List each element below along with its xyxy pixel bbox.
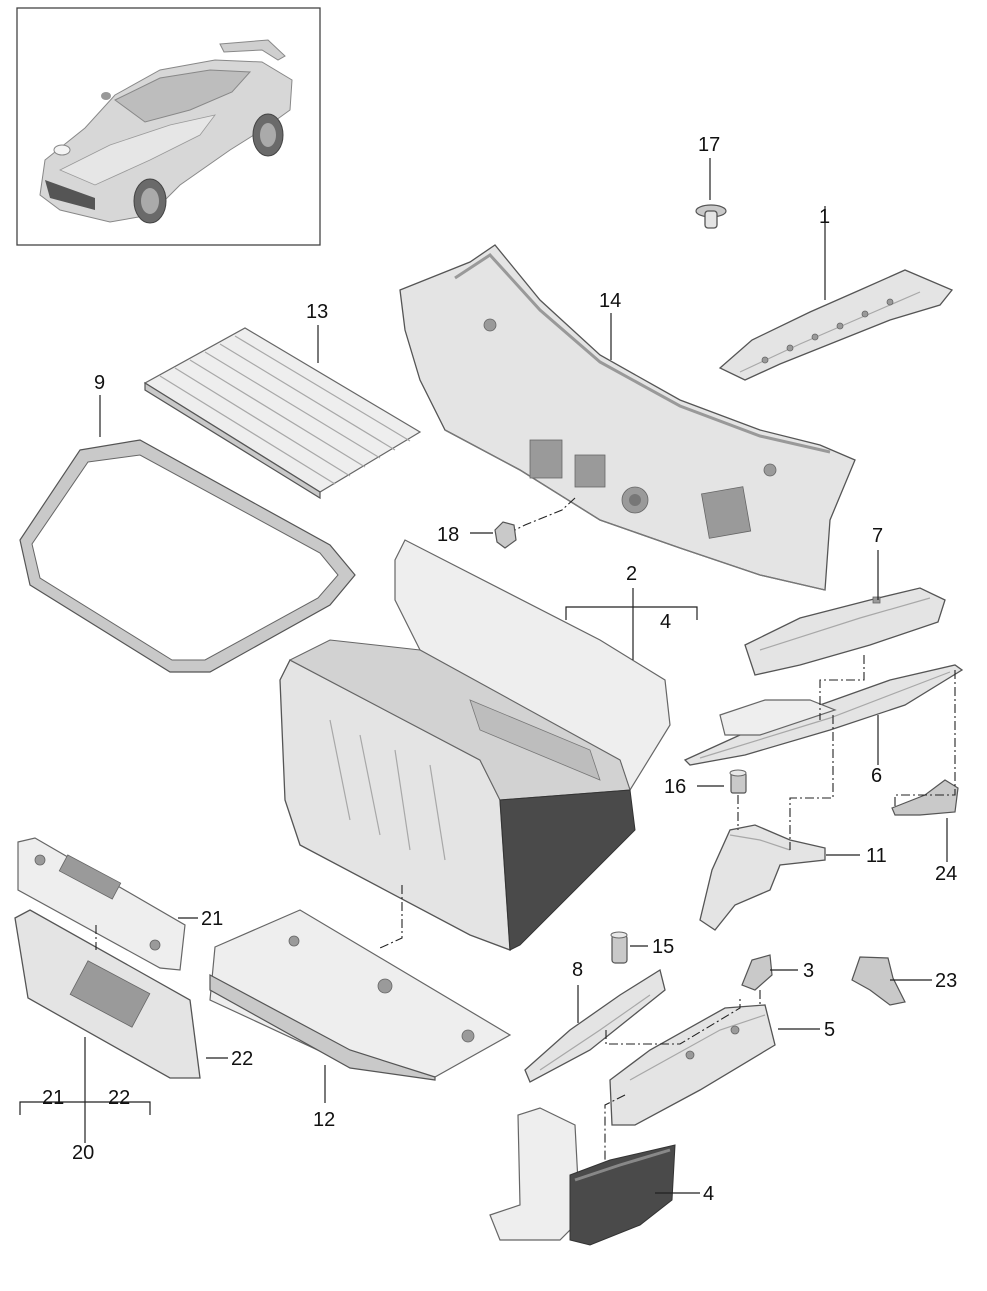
callout-12: 12 bbox=[313, 1109, 335, 1131]
leader-lines bbox=[19, 158, 948, 1194]
part-11-bracket bbox=[699, 824, 826, 931]
callout-3: 3 bbox=[803, 960, 814, 982]
callout-5: 5 bbox=[824, 1019, 835, 1041]
callout-18: 18 bbox=[437, 524, 459, 546]
callout-21-right: 21 bbox=[201, 908, 223, 930]
callout-22-right: 22 bbox=[231, 1048, 253, 1070]
callout-9: 9 bbox=[94, 372, 105, 394]
part-17-clip bbox=[695, 204, 727, 229]
part-16-spacer bbox=[729, 769, 747, 794]
callout-8: 8 bbox=[572, 959, 583, 981]
part-23-cap bbox=[851, 956, 906, 1006]
part-7-bracket bbox=[744, 587, 946, 676]
part-15-sleeve bbox=[610, 931, 628, 964]
part-22-panel bbox=[14, 909, 201, 1079]
callout-14: 14 bbox=[599, 290, 621, 312]
part-3-bracket bbox=[741, 954, 773, 991]
part-9-window-frame bbox=[19, 439, 356, 673]
part-24-gusset bbox=[891, 779, 959, 816]
callout-4-top: 4 bbox=[660, 611, 671, 633]
callout-16: 16 bbox=[664, 776, 686, 798]
part-21-panel bbox=[17, 837, 186, 971]
callout-23: 23 bbox=[935, 970, 957, 992]
part-2-front-structure bbox=[279, 539, 671, 951]
part-18-grommet bbox=[494, 521, 517, 549]
callout-24: 24 bbox=[935, 863, 957, 885]
part-5-rail bbox=[609, 1004, 776, 1126]
callout-20: 20 bbox=[72, 1142, 94, 1164]
vehicle-thumbnail bbox=[16, 7, 321, 246]
callout-7: 7 bbox=[872, 525, 883, 547]
part-12-floor-pan bbox=[209, 909, 512, 1081]
callout-2: 2 bbox=[626, 563, 637, 585]
callout-13: 13 bbox=[306, 301, 328, 323]
part-8-member bbox=[524, 968, 666, 1083]
callout-22-bracket: 22 bbox=[108, 1087, 130, 1109]
part-6-longitudinal-member bbox=[683, 664, 964, 766]
callout-4-bottom: 4 bbox=[703, 1183, 714, 1205]
callout-labels: 17 1 13 14 9 18 7 2 4 6 16 11 24 21 15 8… bbox=[42, 134, 957, 1205]
part-4-pillar-assembly bbox=[489, 1107, 676, 1246]
part-13-ribbed-panel bbox=[143, 327, 422, 500]
callout-15: 15 bbox=[652, 936, 674, 958]
part-14-bulkhead bbox=[399, 244, 856, 591]
callout-17: 17 bbox=[698, 134, 720, 156]
assembly-lines bbox=[95, 497, 956, 1160]
callout-1: 1 bbox=[819, 206, 830, 228]
part-1-reinforcement bbox=[718, 269, 954, 381]
callout-11: 11 bbox=[866, 845, 887, 867]
callout-6: 6 bbox=[871, 765, 882, 787]
callout-21-bracket: 21 bbox=[42, 1087, 64, 1109]
